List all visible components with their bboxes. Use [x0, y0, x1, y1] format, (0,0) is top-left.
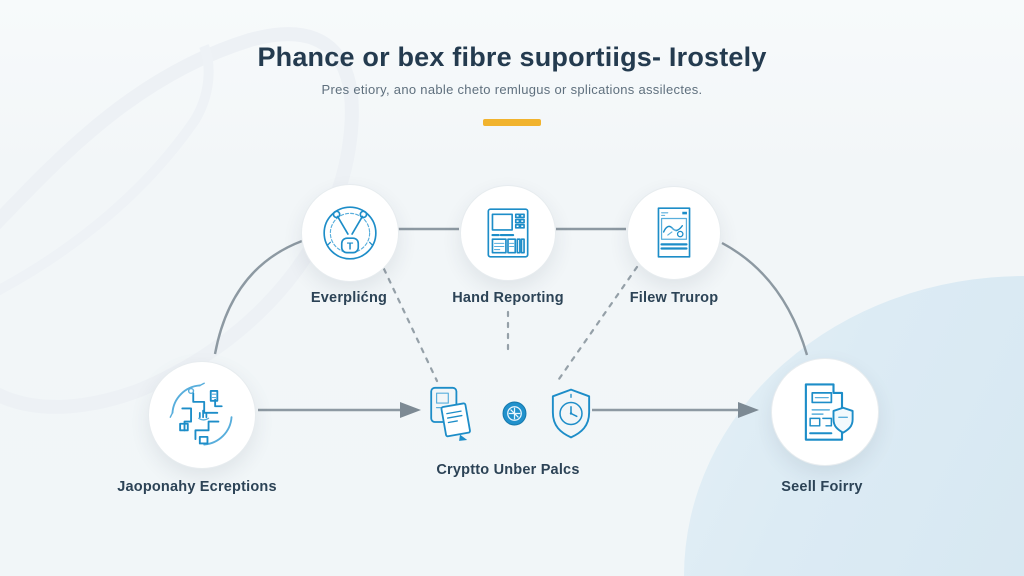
- node-label-seell-foirry: Seell Foirry: [781, 479, 863, 495]
- shield-gauge-icon: [551, 388, 591, 438]
- documents-stack-icon: [430, 386, 471, 441]
- page-subtitle: Pres etiory, ano nable cheto remlugus or…: [321, 82, 703, 97]
- node-label-filew-trurop: Filew Trurop: [629, 290, 719, 306]
- circuit-flow-icon: [169, 382, 233, 446]
- node-jaoponahy-circle: [148, 361, 256, 469]
- node-label-jaoponahy: Jaoponahy Ecreptions: [117, 479, 277, 495]
- seal-emblem-icon: T: [323, 206, 377, 260]
- node-label-hand-reporting: Hand Reporting: [452, 290, 564, 306]
- dashed-link-left: [382, 267, 439, 383]
- node-filew-trurop-circle: [627, 186, 721, 280]
- node-everplicng-circle: T: [301, 184, 399, 282]
- dashed-link-right: [557, 265, 639, 381]
- report-document-icon: [657, 207, 691, 258]
- svg-text:T: T: [347, 242, 354, 253]
- node-cryptto-icons: [424, 381, 592, 445]
- connector-arc-right: [721, 241, 809, 356]
- node-label-cryptto: Cryptto Unber Palcs: [436, 462, 580, 478]
- title-divider: [483, 119, 541, 126]
- calculator-device-icon: [487, 208, 529, 258]
- header: Phance or bex fibre suportiigs- Irostely…: [0, 42, 1024, 97]
- decorative-swoosh: [0, 27, 359, 414]
- connector-arc-left: [213, 239, 303, 355]
- coin-badge-icon: [502, 401, 526, 425]
- flow-arrow-right-head: [738, 402, 759, 418]
- flow-arrow-left-head: [400, 402, 421, 418]
- node-seell-foirry-circle: [771, 358, 879, 466]
- node-hand-reporting-circle: [460, 185, 556, 281]
- document-shield-icon: [804, 383, 854, 441]
- node-label-everplicng: Everplićng: [310, 290, 388, 306]
- page-title: Phance or bex fibre suportiigs- Irostely: [257, 42, 767, 72]
